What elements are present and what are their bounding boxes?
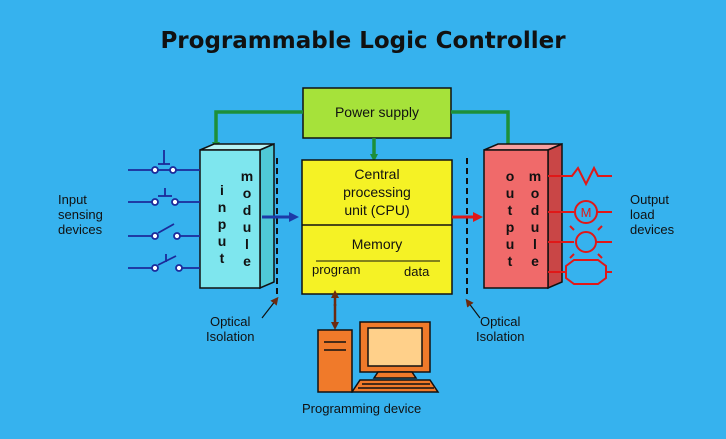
power-supply-box xyxy=(302,87,452,139)
output-devices-label: Output load devices xyxy=(630,192,674,237)
memory-data-label: data xyxy=(404,264,430,279)
input-module-word1-letter: p xyxy=(217,216,227,232)
output-devices-line3: devices xyxy=(630,222,675,237)
computer-icon xyxy=(317,321,440,393)
input-module-word2-letter: d xyxy=(242,202,252,218)
input-module-word1-letter: i xyxy=(220,182,224,198)
memory-label: Memory xyxy=(351,236,403,252)
output-module-word2-letter: u xyxy=(530,219,540,235)
input-devices-label: Input sensing devices xyxy=(58,192,103,237)
output-module-word1-letter: t xyxy=(507,202,513,218)
output-loads xyxy=(548,165,612,285)
programming-device-label: Programming device xyxy=(302,401,422,416)
output-devices-line1: Output xyxy=(630,192,670,207)
output-module-box xyxy=(483,142,563,290)
input-module-word1-letter: u xyxy=(217,233,227,249)
input-devices-line2: sensing xyxy=(58,207,103,222)
output-module-word1-letter: t xyxy=(507,253,513,269)
power-supply-label: Power supply xyxy=(334,104,420,120)
input-module-word2-letter: m xyxy=(240,168,254,184)
output-devices-line2: load xyxy=(630,207,655,222)
input-devices-line1: Input xyxy=(58,192,87,207)
output-module-word2-letter: m xyxy=(528,168,542,184)
optical-isolation-right-label: Optical Isolation xyxy=(476,314,524,344)
cpu-label-line2: processing xyxy=(343,184,411,200)
page-title: Programmable Logic Controller xyxy=(160,28,566,54)
cpu-label-line3: unit (CPU) xyxy=(344,202,410,218)
heater-icon xyxy=(548,165,612,187)
output-module-word2-letter: e xyxy=(531,253,539,269)
output-module-word1-letter: o xyxy=(505,168,515,184)
optical-isolation-left-label: Optical Isolation xyxy=(206,314,254,344)
input-module-word1-letter: t xyxy=(219,250,225,266)
memory-program-label: program xyxy=(312,262,361,277)
isolation-right-line1: Optical xyxy=(479,314,521,329)
input-module-word2-letter: u xyxy=(242,219,252,235)
isolation-pointer-left xyxy=(261,296,279,319)
output-module-word1-letter: u xyxy=(505,185,515,201)
horn-icon xyxy=(548,259,607,285)
output-module-word2-letter: d xyxy=(530,202,540,218)
switch-icon xyxy=(128,150,200,272)
lamp-icon xyxy=(575,231,597,253)
motor-symbol: M xyxy=(581,205,592,220)
input-module-word2-letter: o xyxy=(242,185,252,201)
cpu-box xyxy=(301,159,453,295)
output-module-word2-letter: o xyxy=(530,185,540,201)
output-module-word1-letter: p xyxy=(505,219,515,235)
cpu-label-line1: Central xyxy=(354,166,400,182)
input-module-word2-letter: e xyxy=(243,253,251,269)
isolation-left-line1: Optical xyxy=(209,314,251,329)
input-module-word2-letter: l xyxy=(245,236,249,252)
isolation-left-line2: Isolation xyxy=(206,329,255,344)
output-module-word2-letter: l xyxy=(533,236,537,252)
isolation-right-line2: Isolation xyxy=(476,329,525,344)
cpu-label: Central processing unit (CPU) xyxy=(302,165,452,219)
isolation-pointer-right xyxy=(465,298,481,319)
power-wires xyxy=(212,110,512,162)
input-module-word1-letter: n xyxy=(217,199,227,215)
output-module-word1-letter: u xyxy=(505,236,515,252)
input-devices-line3: devices xyxy=(58,222,103,237)
